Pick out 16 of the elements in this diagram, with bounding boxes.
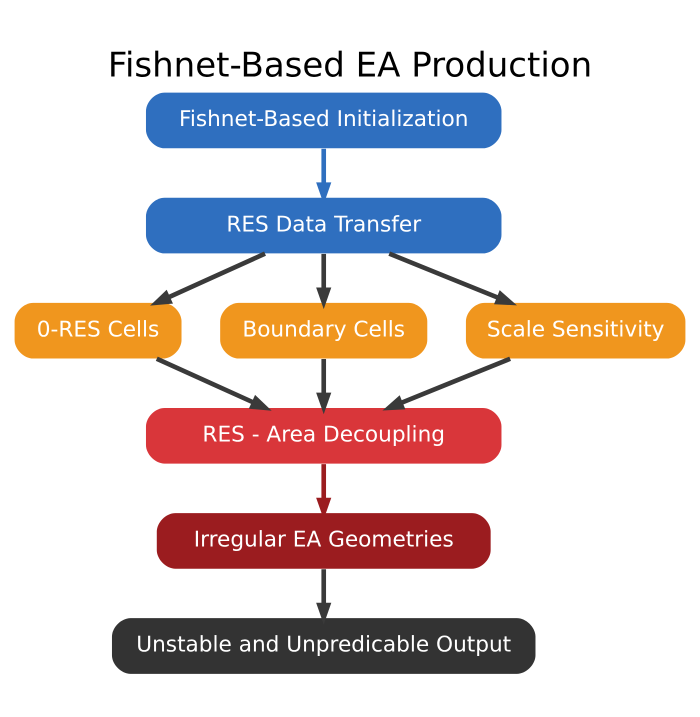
arrow (156, 356, 272, 411)
arrow (388, 252, 517, 306)
node-box: RES - Area Decoupling (146, 408, 502, 464)
arrow (150, 252, 266, 306)
node-box: Scale Sensitivity (466, 302, 686, 358)
arrow (316, 254, 332, 310)
node-box: Irregular EA Geometries (156, 513, 491, 569)
arrow (316, 569, 332, 624)
arrow (382, 356, 511, 410)
node-box: 0-RES Cells (14, 302, 182, 358)
arrow (316, 359, 332, 414)
node-box: RES Data Transfer (146, 198, 502, 254)
node-box: Fishnet-Based Initialization (146, 92, 502, 148)
diagram-title: Fishnet-Based EA Production (108, 46, 592, 86)
node-box: Boundary Cells (220, 302, 428, 358)
node-box: Unstable and Unpredicable Output (112, 618, 536, 674)
